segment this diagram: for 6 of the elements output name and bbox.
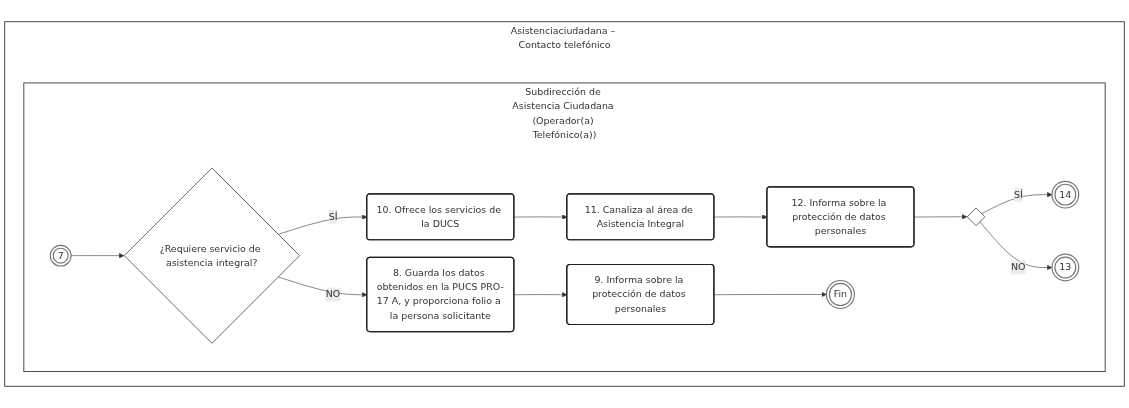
edge-label: SÍ — [1013, 188, 1023, 200]
node-diamond: ¿Requiere servicio de asistencia integral? — [123, 167, 301, 344]
edge-label: SÍ — [328, 210, 338, 223]
edge-label: NO — [325, 288, 341, 300]
node-diamond — [966, 207, 986, 227]
edge-label: NO — [1011, 261, 1026, 273]
